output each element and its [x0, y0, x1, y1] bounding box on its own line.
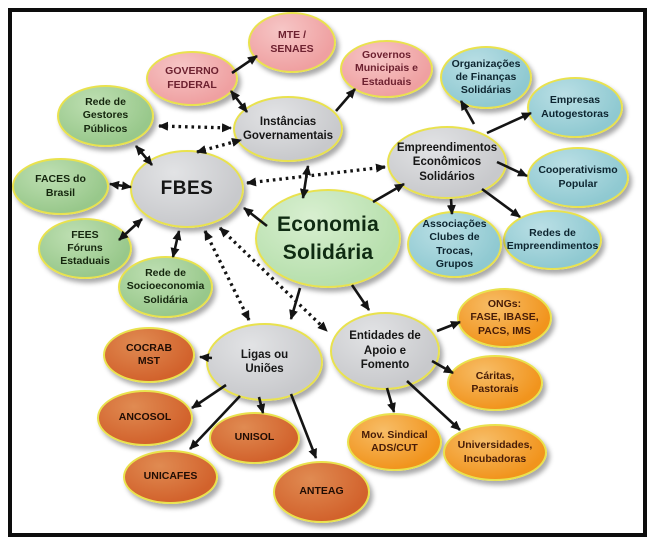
- node-label-anteag: ANTEAG: [299, 485, 344, 498]
- node-ongs: ONGs:FASE, IBASE,PACS, IMS: [457, 288, 552, 348]
- node-label-caritas: Cáritas,Pastorais: [471, 369, 519, 395]
- node-universidades: Universidades,Incubadoras: [443, 424, 547, 481]
- node-fbes: FBES: [130, 150, 244, 228]
- node-unisol: UNISOL: [209, 412, 300, 464]
- node-label-unicafes: UNICAFES: [143, 470, 198, 483]
- node-label-universidades: Universidades,Incubadoras: [457, 439, 533, 465]
- node-unicafes: UNICAFES: [123, 450, 218, 504]
- node-label-ancosol: ANCOSOL: [118, 411, 172, 424]
- node-anteag: ANTEAG: [273, 461, 370, 523]
- node-label-fbes: FBES: [160, 178, 214, 200]
- node-label-ongs: ONGs:FASE, IBASE,PACS, IMS: [470, 298, 539, 337]
- node-caritas: Cáritas,Pastorais: [447, 355, 543, 411]
- node-label-mte-senaes: MTE /SENAES: [270, 29, 314, 55]
- node-ancosol: ANCOSOL: [97, 390, 193, 446]
- node-label-unisol: UNISOL: [234, 431, 275, 444]
- node-mte-senaes: MTE /SENAES: [248, 12, 336, 73]
- diagram-frame: [8, 8, 647, 537]
